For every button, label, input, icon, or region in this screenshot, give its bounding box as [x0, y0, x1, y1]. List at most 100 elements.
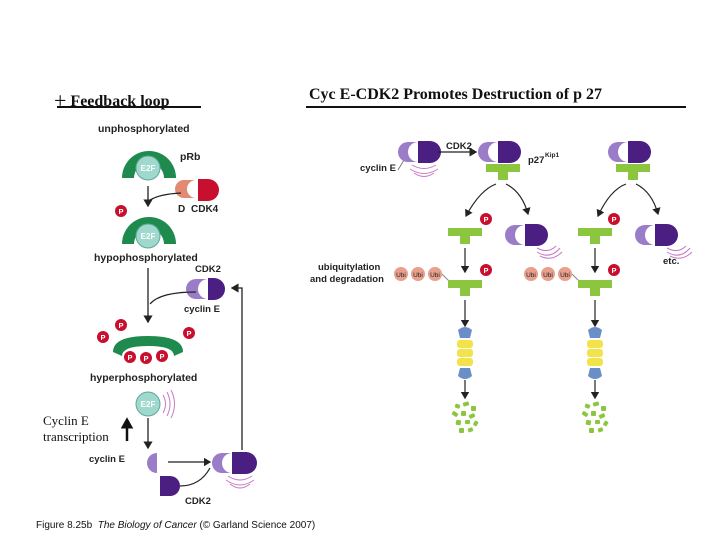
cdk2-right-3 [628, 141, 651, 163]
cyclin-d-label: D [178, 204, 185, 215]
cyclin-e-transcription-label: Cyclin E transcription [43, 413, 109, 445]
complex-activity-lines [225, 475, 255, 489]
caption-figure-number: Figure 8.25b [36, 520, 93, 531]
e2f-factor-released [135, 391, 161, 417]
p27-ubiquitylated-1 [448, 280, 482, 296]
cyclin-d-shape [175, 180, 196, 198]
feedback-loop-label: Feedback loop [70, 93, 170, 110]
caption-copyright: (© Garland Science 2007) [199, 520, 316, 531]
ubiquitin-1b [411, 267, 425, 281]
p27-ubiquitylated-2 [578, 280, 612, 296]
arrow-to-complex-2 [179, 467, 211, 487]
cdk2-right-4 [525, 224, 548, 246]
cdk2-right-1 [418, 141, 441, 163]
activity-lines-1 [409, 164, 439, 177]
phosphate-7 [156, 350, 168, 362]
cdk4-action-arrow [149, 192, 182, 201]
p27-bound-2 [616, 164, 650, 180]
phosphate-label: P [186, 329, 191, 338]
proteasome-1 [457, 327, 473, 379]
p27-phosphorylated-1 [448, 228, 482, 244]
phosphate-label: P [118, 207, 123, 216]
p27-phosphate-3 [480, 264, 492, 276]
ubiquitylation-label: ubiquitylation [318, 262, 380, 273]
cyclin-e-label: cyclin E [184, 304, 220, 315]
phosphate-label: P [127, 353, 132, 362]
phosphate-label: P [118, 321, 123, 330]
e2f-factor-1 [135, 155, 161, 181]
degradation-label: and degradation [310, 274, 384, 285]
cyclin-e-right-label: cyclin E [360, 163, 396, 174]
ubi-label: Ubi [543, 272, 553, 279]
ubi-label: Ubi [430, 272, 440, 279]
prb-protein-hypophosphorylated [122, 217, 176, 244]
phosphate-4 [183, 327, 195, 339]
phosphate-5 [124, 351, 136, 363]
ubiquitin-1c [428, 267, 442, 281]
phosphate-1 [115, 205, 127, 217]
new-cyclin-e [147, 453, 157, 473]
prb-label: pRb [180, 151, 200, 163]
phosphate-label: P [611, 215, 616, 224]
ubiquitin-2b [541, 267, 555, 281]
ubiquitin-1a [394, 267, 408, 281]
cdk2-bottom-shape [160, 476, 180, 496]
cyclin-e-right-3 [608, 142, 628, 162]
ubi-label: Ubi [526, 272, 536, 279]
phosphate-label: P [159, 352, 164, 361]
p27-bound-1 [486, 164, 520, 180]
arrow-split-right-1 [505, 183, 531, 216]
e2f-label-1: E2F [141, 164, 156, 173]
phosphate-label: P [143, 354, 148, 363]
left-title-underline [57, 106, 201, 108]
cyclin-e-right-4 [505, 225, 525, 245]
cyclin-e-shape-2 [212, 453, 232, 473]
cdk2-right-label: CDK2 [446, 141, 472, 152]
p27-phosphate-4 [608, 264, 620, 276]
phosphate-6 [140, 352, 152, 364]
hypophosphorylated-label: hypophosphorylated [94, 252, 198, 264]
cdk2-right-2 [498, 141, 521, 163]
cdk2-right-5 [655, 224, 678, 246]
e2f-activity-lines [162, 389, 175, 419]
kip1-label: Kip1 [545, 152, 559, 159]
ubiquitin-2a [524, 267, 538, 281]
cdk4-label: CDK4 [191, 204, 219, 215]
p27-fragments-2 [581, 401, 609, 433]
ubi-label: Ubi [413, 272, 423, 279]
hyperphosphorylated-label: hyperphosphorylated [90, 372, 197, 384]
transcription-line-2: transcription [43, 429, 109, 444]
cdk2-action-arrow [149, 291, 197, 305]
e2f-factor-2 [135, 223, 161, 249]
activity-lines-2 [536, 245, 563, 259]
cyclin-e-right-2 [478, 142, 498, 162]
cyclin-e-shape-1 [186, 279, 208, 299]
cyclin-e-right-5 [635, 225, 655, 245]
cyclin-e-bottom-label: cyclin E [89, 454, 125, 465]
ubi-label: Ubi [396, 272, 406, 279]
p27-phosphorylated-2 [578, 228, 612, 244]
e2f-label-3: E2F [141, 400, 156, 409]
phosphate-2 [115, 319, 127, 331]
e2f-label-2: E2F [141, 232, 156, 241]
ubi-label: Ubi [560, 272, 570, 279]
phosphate-label: P [100, 333, 105, 342]
ubiquitin-2c [558, 267, 572, 281]
arrow-split-left-2 [596, 183, 627, 218]
phosphate-label: P [611, 266, 616, 275]
arrow-split-right-2 [635, 183, 661, 216]
p27-fragments-1 [451, 401, 479, 433]
transcription-line-1: Cyclin E [43, 413, 89, 428]
phosphate-label: P [483, 266, 488, 275]
cdk4-shape [198, 179, 219, 201]
phosphate-label: P [483, 215, 488, 224]
cyclin-e-right-1 [398, 142, 418, 162]
p27-phosphate-1 [480, 213, 492, 225]
cdk2-bottom-label: CDK2 [185, 496, 211, 507]
prb-protein-hyperphosphorylated [113, 336, 183, 356]
p27-phosphate-2 [608, 213, 620, 225]
activity-lines-3 [666, 245, 693, 259]
arrow-split-left-1 [465, 183, 497, 218]
p27-label: p27 [528, 155, 544, 166]
figure-caption: Figure 8.25b The Biology of Cancer (© Ga… [36, 520, 315, 531]
